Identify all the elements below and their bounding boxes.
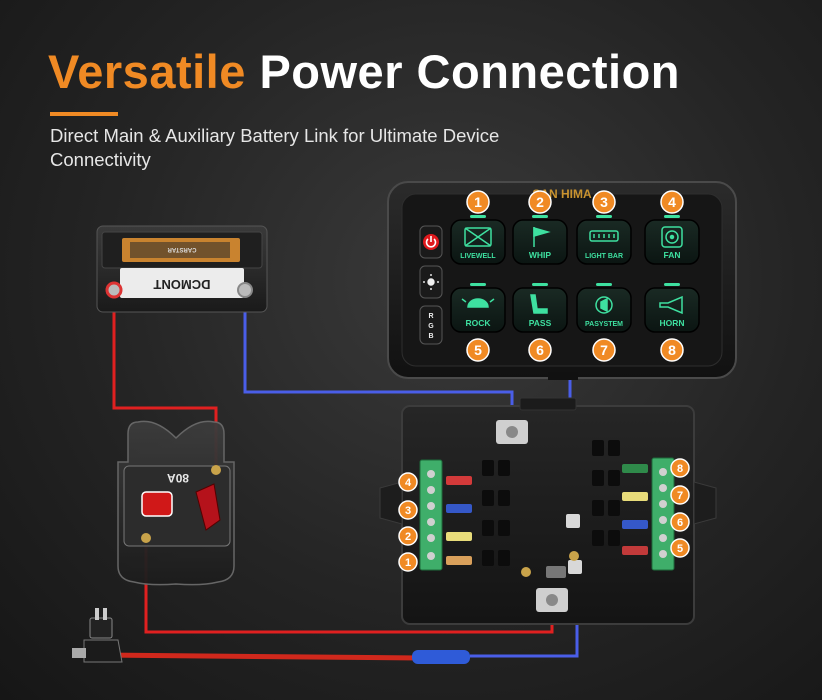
fuse-channel-badge: 7 xyxy=(670,485,690,505)
switch-button: WHIP 2 xyxy=(512,190,568,265)
battery: CARSTAR DCMONT xyxy=(96,225,268,313)
pa-system-icon xyxy=(595,296,613,314)
svg-text:4: 4 xyxy=(668,194,676,210)
switch-indicator-led xyxy=(532,283,548,286)
fuse-channel-badge: 3 xyxy=(398,500,418,520)
switch-label: PASYSTEM xyxy=(585,321,623,328)
battery-positive-terminal xyxy=(105,281,123,299)
switch-number-badge: 6 xyxy=(528,338,552,362)
fuse-channel-badge: 4 xyxy=(398,472,418,492)
switch-button: PASYSTEM 7 xyxy=(576,283,632,362)
switch-number-badge: 4 xyxy=(660,190,684,214)
svg-text:7: 7 xyxy=(677,490,683,502)
svg-text:8: 8 xyxy=(668,342,676,358)
rgb-label-r: R xyxy=(428,313,433,320)
switch-number-badge: 1 xyxy=(466,190,490,214)
switch-label: PASS xyxy=(529,318,552,328)
fuse-channel-badge: 1 xyxy=(398,552,418,572)
switch-label: FAN xyxy=(664,250,681,260)
svg-text:5: 5 xyxy=(474,342,482,358)
svg-text:2: 2 xyxy=(405,531,411,543)
page-subtitle: Direct Main & Auxiliary Battery Link for… xyxy=(50,125,500,170)
switch-number-badge: 7 xyxy=(592,338,616,362)
page-title: Versatile Power Connection xyxy=(48,44,680,99)
rock-light-icon xyxy=(461,298,495,308)
light-bar-icon xyxy=(589,230,619,242)
circuit-breaker: 80A xyxy=(117,420,235,586)
svg-text:8: 8 xyxy=(677,463,683,475)
horn-icon xyxy=(659,295,683,315)
breaker-rating: 80A xyxy=(167,471,189,485)
fan-icon xyxy=(661,226,683,248)
fuse-box xyxy=(379,397,717,625)
rgb-label-g: G xyxy=(428,323,434,330)
svg-text:4: 4 xyxy=(405,477,412,489)
brightness-icon xyxy=(423,274,439,290)
svg-text:6: 6 xyxy=(677,517,683,529)
switch-label: LIGHT BAR xyxy=(585,253,623,260)
battery-brand-bar: CARSTAR xyxy=(167,246,197,252)
fuse-tap xyxy=(72,608,470,664)
relay-slots xyxy=(482,440,620,566)
rgb-label-b: B xyxy=(428,333,433,340)
svg-text:3: 3 xyxy=(600,194,608,210)
switch-button: HORN 8 xyxy=(644,283,700,362)
title-underline xyxy=(50,112,118,116)
right-fuses xyxy=(622,464,648,555)
fuse-tap-connector xyxy=(412,650,470,664)
switch-number-badge: 3 xyxy=(592,190,616,214)
svg-text:1: 1 xyxy=(474,194,482,210)
switch-button: PASS 6 xyxy=(512,283,568,362)
switch-indicator-led xyxy=(596,215,612,218)
switch-button: LIGHT BAR 3 xyxy=(576,190,632,265)
battery-brand: DCMONT xyxy=(153,277,210,292)
left-terminal-block xyxy=(419,459,443,571)
title-highlight: Versatile xyxy=(48,45,246,98)
fuse-channel-badge: 6 xyxy=(670,512,690,532)
switch-number-badge: 2 xyxy=(528,190,552,214)
breaker-lever xyxy=(195,483,221,531)
fuse-channel-badge: 5 xyxy=(670,538,690,558)
fuse-channel-badges: 4 3 2 1 8 7 6 5 xyxy=(398,458,690,572)
livewell-icon xyxy=(464,227,492,247)
svg-text:6: 6 xyxy=(536,342,544,358)
switch-number-badge: 5 xyxy=(466,338,490,362)
switch-indicator-led xyxy=(532,215,548,218)
switch-button: LIVEWELL 1 xyxy=(450,190,506,265)
switch-label: WHIP xyxy=(529,250,552,260)
svg-text:1: 1 xyxy=(405,557,411,569)
switch-number-badge: 8 xyxy=(660,338,684,362)
fuse-channel-badge: 8 xyxy=(670,458,690,478)
rgb-button xyxy=(419,305,443,345)
svg-text:2: 2 xyxy=(536,194,544,210)
breaker-reset-button xyxy=(141,491,173,517)
switch-indicator-led xyxy=(470,215,486,218)
power-icon xyxy=(425,236,437,248)
switch-indicator-led xyxy=(596,283,612,286)
flag-icon xyxy=(533,227,551,247)
switch-indicator-led xyxy=(664,283,680,286)
title-rest: Power Connection xyxy=(259,45,681,98)
svg-text:3: 3 xyxy=(405,505,411,517)
svg-text:5: 5 xyxy=(677,543,683,555)
switch-button: FAN 4 xyxy=(644,190,700,265)
switch-label: LIVEWELL xyxy=(460,253,496,260)
battery-negative-terminal xyxy=(237,282,253,298)
switch-button: ROCK 5 xyxy=(450,283,506,362)
left-fuses xyxy=(446,476,472,565)
fuse-channel-badge: 2 xyxy=(398,526,418,546)
switch-label: ROCK xyxy=(465,318,491,328)
switch-indicator-led xyxy=(664,215,680,218)
right-terminal-block xyxy=(651,457,675,571)
switch-indicator-led xyxy=(470,283,486,286)
fuse-tap-lead xyxy=(99,652,421,661)
svg-text:7: 7 xyxy=(600,342,608,358)
switch-label: HORN xyxy=(659,318,684,328)
seat-icon xyxy=(530,294,548,314)
